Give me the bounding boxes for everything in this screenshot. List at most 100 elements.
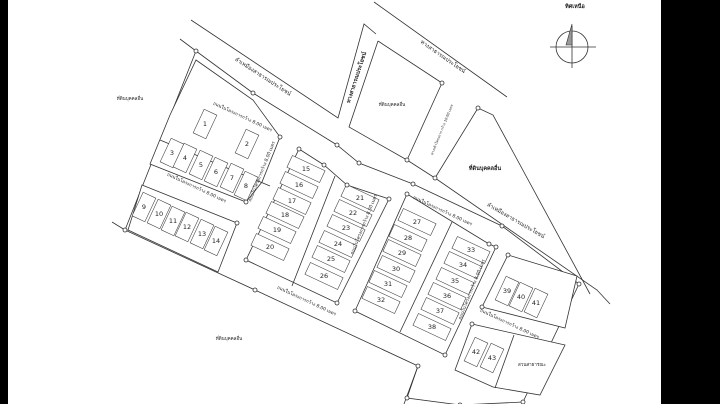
lot-number: 2 <box>245 140 249 148</box>
park-label: สวนสาธารณะ <box>518 362 546 368</box>
other-land-label: ที่ดินบุคคลอื่น <box>469 164 502 172</box>
lot-number: 26 <box>320 272 328 280</box>
lot-number: 32 <box>377 296 385 304</box>
lot-number: 36 <box>443 292 451 300</box>
survey-marker <box>520 399 526 404</box>
lot-number: 33 <box>467 246 475 254</box>
survey-marker <box>243 257 249 263</box>
lot-number: 28 <box>404 234 412 242</box>
survey-marker <box>505 252 511 258</box>
survey-marker <box>193 48 199 54</box>
lot-42 <box>463 336 489 368</box>
lot-number: 29 <box>398 249 406 257</box>
lot-number: 12 <box>183 223 191 231</box>
lot-5 <box>188 149 214 181</box>
lot-7 <box>219 162 245 194</box>
lot-number: 3 <box>170 149 174 157</box>
survey-marker <box>442 352 448 358</box>
public-way-label: ทางสาธารณประโยชน์ <box>419 38 468 75</box>
lot-number: 34 <box>459 261 467 269</box>
other-land-box <box>377 40 443 84</box>
survey-marker <box>493 244 499 250</box>
lot-number: 37 <box>436 307 444 315</box>
public-way-label: ทางสาธารณประโยชน์ <box>344 51 368 105</box>
lot-number: 43 <box>488 354 496 362</box>
lot-number: 41 <box>532 299 540 307</box>
lot-13 <box>189 218 215 250</box>
lot-4 <box>172 142 198 174</box>
survey-marker <box>344 182 350 188</box>
survey-marker <box>356 160 362 166</box>
survey-marker <box>250 90 256 96</box>
survey-marker <box>439 80 445 86</box>
lot-9 <box>131 191 157 223</box>
lot-26 <box>304 262 344 290</box>
survey-marker <box>234 220 240 226</box>
lot-11 <box>160 205 186 237</box>
entrance-road-label: ทางเข้าโครงการ กว้าง 10.00 เมตร <box>429 103 454 155</box>
lot-21 <box>340 184 380 212</box>
lot-number: 6 <box>214 168 218 176</box>
public-way-top-line <box>373 1 508 98</box>
lot-number: 4 <box>183 154 187 162</box>
lot-22 <box>333 199 373 227</box>
public-way-right-edge <box>348 40 611 305</box>
block-divider <box>291 175 336 287</box>
canal-label: ลำเหมืองสาธารณประโยชน์ <box>233 55 293 98</box>
lot-38 <box>412 313 452 341</box>
lot-31 <box>368 270 408 298</box>
lot-number: 1 <box>203 120 207 128</box>
lot-10 <box>146 198 172 230</box>
survey-marker <box>334 300 340 306</box>
survey-markers <box>122 48 582 404</box>
lot-number: 19 <box>273 226 281 234</box>
lot-24 <box>318 230 358 258</box>
survey-marker <box>122 227 128 233</box>
lot-number: 21 <box>356 194 364 202</box>
canal-upper-edge <box>190 19 377 119</box>
lot-number: 8 <box>244 182 248 190</box>
lot-number: 17 <box>288 197 296 205</box>
other-land-label: ที่ดินบุคคลอื่น <box>379 101 405 108</box>
lot-27 <box>397 208 437 236</box>
lot-35 <box>435 267 475 295</box>
lot-29 <box>382 239 422 267</box>
lot-number: 38 <box>428 323 436 331</box>
lot-30 <box>376 255 416 283</box>
lot-number: 27 <box>413 218 421 226</box>
lot-12 <box>174 211 200 243</box>
north-label: ทิศเหนือ <box>565 3 585 10</box>
lot-40 <box>508 281 534 313</box>
lot-14 <box>203 225 229 257</box>
lot-number: 10 <box>155 210 163 218</box>
lot-43 <box>479 342 505 374</box>
lot-2 <box>234 128 260 160</box>
survey-marker <box>415 363 421 369</box>
lot-32 <box>361 286 401 314</box>
survey-marker <box>252 287 258 293</box>
lot-number: 22 <box>349 209 357 217</box>
lot-number: 40 <box>517 293 525 301</box>
lot-number: 16 <box>295 181 303 189</box>
lot-number-group: 1234567891011121314151617181920212223242… <box>142 120 540 362</box>
lot-25 <box>311 245 351 273</box>
survey-marker <box>404 191 410 197</box>
boundary-left-extension <box>111 221 126 231</box>
other-land-label: ที่ดินบุคคลอื่น <box>216 335 242 342</box>
survey-marker <box>410 181 416 187</box>
lot-number: 25 <box>327 255 335 263</box>
lot-shape-group <box>131 108 549 374</box>
survey-marker <box>296 146 302 152</box>
lot-number: 24 <box>334 240 342 248</box>
entrance-strip-right <box>434 107 479 179</box>
lot-number: 42 <box>472 348 480 356</box>
lot-6 <box>203 156 229 188</box>
lot-33 <box>451 236 491 264</box>
public-way-top-line-2 <box>477 107 591 295</box>
lot-36 <box>427 282 467 310</box>
survey-marker <box>486 241 492 247</box>
park-divider <box>494 334 515 389</box>
lot-15 <box>286 155 326 183</box>
north-arrow-icon <box>550 23 596 68</box>
